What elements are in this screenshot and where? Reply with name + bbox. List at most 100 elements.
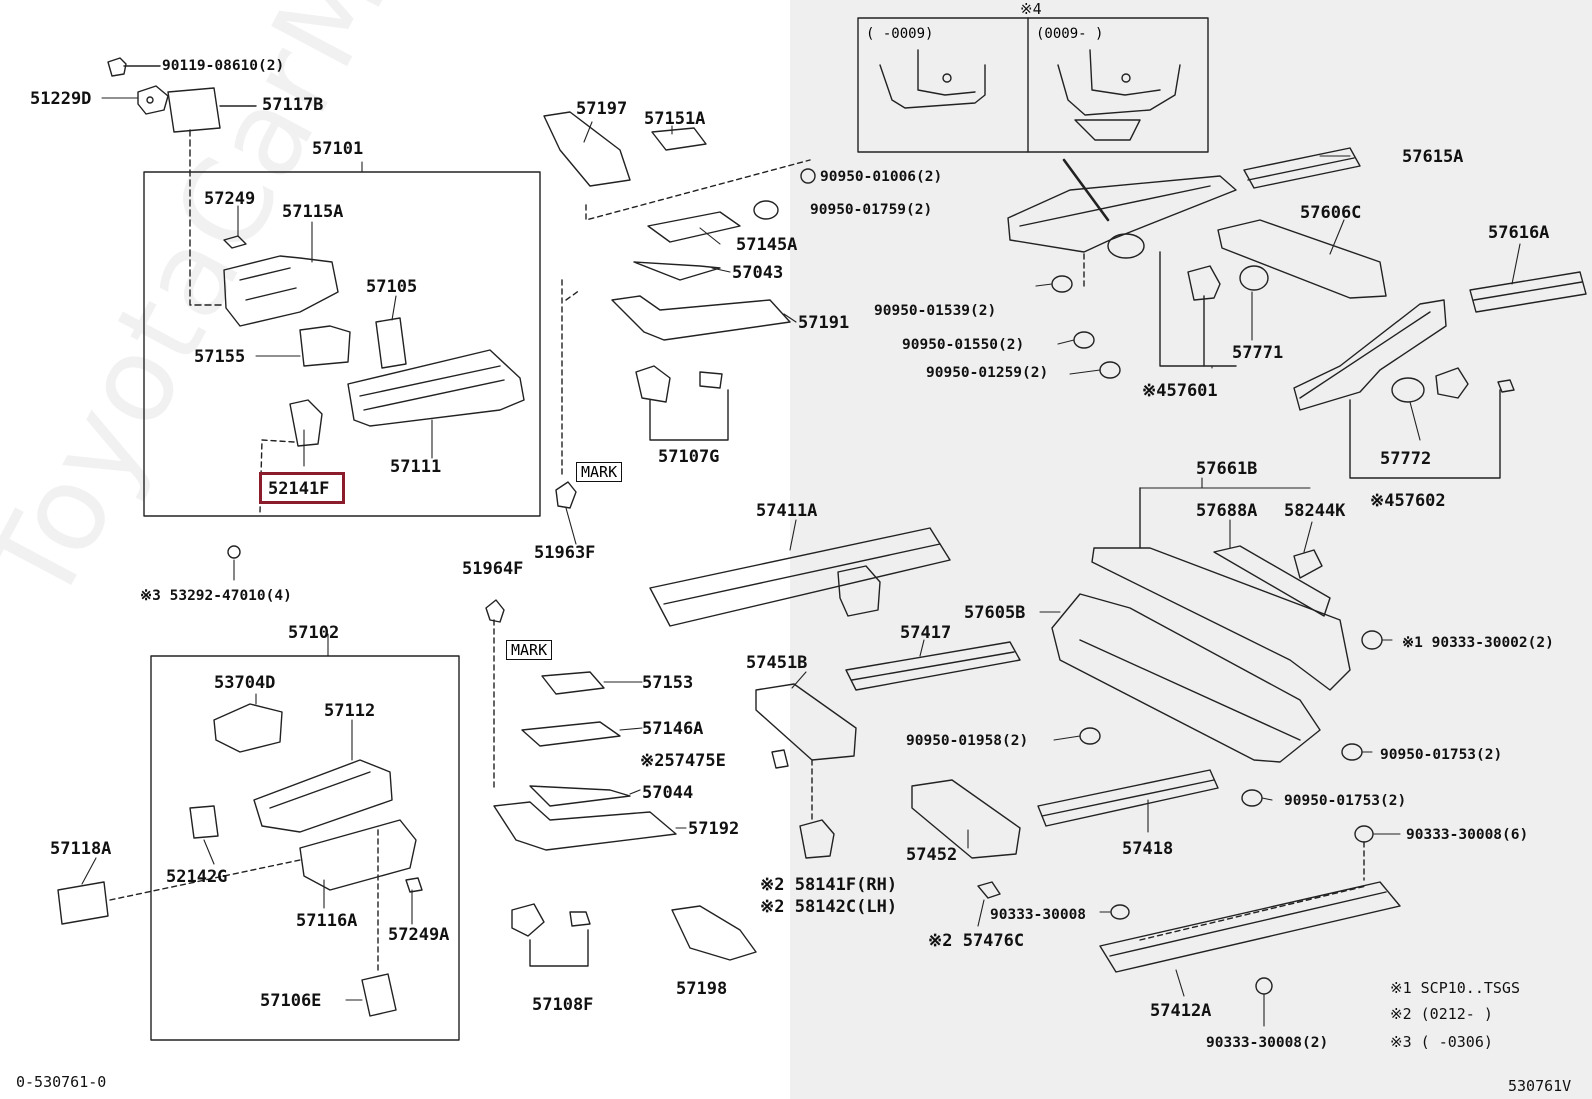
highlight-box-52141F [259, 472, 345, 504]
label-57146A[interactable]: 57146A [642, 719, 704, 739]
part-shape-57661B [1091, 487, 1351, 691]
inset-sketch-left [879, 49, 986, 109]
part-shape-57111 [347, 349, 525, 427]
label-57249A[interactable]: 57249A [388, 925, 450, 945]
label-58244K[interactable]: 58244K [1284, 501, 1346, 521]
label-90950-01759[interactable]: 90950-01759(2) [810, 202, 933, 218]
label-58141F[interactable]: ※2 58141F(RH) [760, 875, 898, 895]
part-shape-51963F [555, 481, 577, 509]
label-57102[interactable]: 57102 [288, 623, 340, 643]
footnote-2-mark: ※2 [1390, 1005, 1412, 1023]
label-51963F[interactable]: 51963F [534, 543, 596, 563]
label-57101[interactable]: 57101 [312, 139, 364, 159]
footnote-3: ※3 ( -0306) [1390, 1034, 1493, 1050]
label-57411A[interactable]: 57411A [756, 501, 818, 521]
part-shape-90119 [107, 57, 161, 77]
label-57688A[interactable]: 57688A [1196, 501, 1258, 521]
part-shape-90333-30008-mid [1110, 904, 1130, 920]
label-57044[interactable]: 57044 [642, 783, 694, 803]
label-57108F[interactable]: 57108F [532, 995, 594, 1015]
part-shape-90950-01753-b [1241, 789, 1263, 807]
label-57105[interactable]: 57105 [366, 277, 418, 297]
part-shape-57151A [651, 127, 707, 151]
part-shape-57116A [299, 819, 417, 891]
background-grey-panel [790, 0, 1592, 1099]
label-57043[interactable]: 57043 [732, 263, 784, 283]
part-shape-53704D [213, 703, 283, 753]
dash-line [189, 129, 225, 306]
label-57601[interactable]: ※457601 [1142, 381, 1218, 401]
label-57616A[interactable]: 57616A [1488, 223, 1550, 243]
label-57116A[interactable]: 57116A [296, 911, 358, 931]
label-90950-01753-b[interactable]: 90950-01753(2) [1284, 793, 1407, 809]
part-shape-57452 [911, 779, 1021, 859]
label-57112[interactable]: 57112 [324, 701, 376, 721]
label-57615A[interactable]: 57615A [1402, 147, 1464, 167]
mark-box-upper: MARK [576, 462, 623, 482]
label-90950-01958[interactable]: 90950-01958(2) [906, 733, 1029, 749]
label-90950-01539[interactable]: 90950-01539(2) [874, 303, 997, 319]
inset-label: ※4 [1020, 0, 1042, 18]
inset-left-header: ( -0009) [866, 26, 934, 42]
label-57606C[interactable]: 57606C [1300, 203, 1362, 223]
mark-box-lower: MARK [506, 640, 553, 660]
label-57106E[interactable]: 57106E [260, 991, 322, 1011]
inset-box [857, 17, 1209, 153]
label-90119[interactable]: 90119-08610(2) [162, 58, 285, 74]
part-shape-57118A [57, 859, 301, 925]
label-57153[interactable]: 57153 [642, 673, 694, 693]
label-57155[interactable]: 57155 [194, 347, 246, 367]
label-57418[interactable]: 57418 [1122, 839, 1174, 859]
label-57771[interactable]: 57771 [1232, 343, 1284, 363]
label-57602[interactable]: ※457602 [1370, 491, 1446, 511]
label-57151A[interactable]: 57151A [644, 109, 706, 129]
label-90950-01753-a[interactable]: 90950-01753(2) [1380, 747, 1503, 763]
diagram-code-right: 530761V [1508, 1077, 1572, 1095]
part-shape-57145A [647, 211, 741, 243]
label-57605B[interactable]: 57605B [964, 603, 1026, 623]
label-57197[interactable]: 57197 [576, 99, 628, 119]
label-57198[interactable]: 57198 [676, 979, 728, 999]
label-57452[interactable]: 57452 [906, 845, 958, 865]
part-shape-90333-30008-bot [1255, 977, 1273, 995]
label-90950-01259[interactable]: 90950-01259(2) [926, 365, 1049, 381]
part-shape-90950-01550 [1073, 331, 1095, 349]
label-51229D[interactable]: 51229D [30, 89, 92, 109]
label-90333-30002[interactable]: ※1 90333-30002(2) [1402, 635, 1554, 651]
label-90333-30008-top[interactable]: 90333-30008(6) [1406, 827, 1529, 843]
label-57111[interactable]: 57111 [390, 457, 442, 477]
part-shape-57105 [375, 317, 407, 369]
label-90333-30008-bot[interactable]: 90333-30008(2) [1206, 1035, 1329, 1051]
label-57191[interactable]: 57191 [798, 313, 850, 333]
label-57117B[interactable]: 57117B [262, 95, 324, 115]
part-shape-57772 [1391, 377, 1425, 403]
label-53704D[interactable]: 53704D [214, 673, 276, 693]
label-90950-01550[interactable]: 90950-01550(2) [902, 337, 1025, 353]
label-57192[interactable]: 57192 [688, 819, 740, 839]
part-shape-52141F [259, 399, 323, 513]
label-57417[interactable]: 57417 [900, 623, 952, 643]
label-57476C[interactable]: ※2 57476C [928, 931, 1025, 951]
footnote-2: ※2 (0212- ) [1390, 1006, 1493, 1022]
label-58142C[interactable]: ※2 58142C(LH) [760, 897, 898, 917]
label-57661B[interactable]: 57661B [1196, 459, 1258, 479]
label-52142G[interactable]: 52142G [166, 867, 228, 887]
label-90333-30008-mid[interactable]: 90333-30008 [990, 907, 1087, 923]
part-shape-57606C [1217, 219, 1387, 299]
label-52141F[interactable]: 52141F [268, 479, 330, 499]
part-shape-57476C [977, 881, 1001, 899]
label-57772[interactable]: 57772 [1380, 449, 1432, 469]
part-shape-57475E [771, 749, 789, 769]
label-51964F[interactable]: 51964F [462, 559, 524, 579]
label-57475E[interactable]: ※257475E [640, 751, 726, 771]
label-57118A[interactable]: 57118A [50, 839, 112, 859]
label-57451B[interactable]: 57451B [746, 653, 808, 673]
label-57107G[interactable]: 57107G [658, 447, 720, 467]
part-shape-58141F [799, 819, 835, 859]
label-57412A[interactable]: 57412A [1150, 1001, 1212, 1021]
label-90950-01006[interactable]: 90950-01006(2) [820, 169, 943, 185]
label-53292[interactable]: ※3 53292-47010(4) [140, 588, 292, 604]
label-57115A[interactable]: 57115A [282, 202, 344, 222]
label-57249[interactable]: 57249 [204, 189, 256, 209]
label-57145A[interactable]: 57145A [736, 235, 798, 255]
